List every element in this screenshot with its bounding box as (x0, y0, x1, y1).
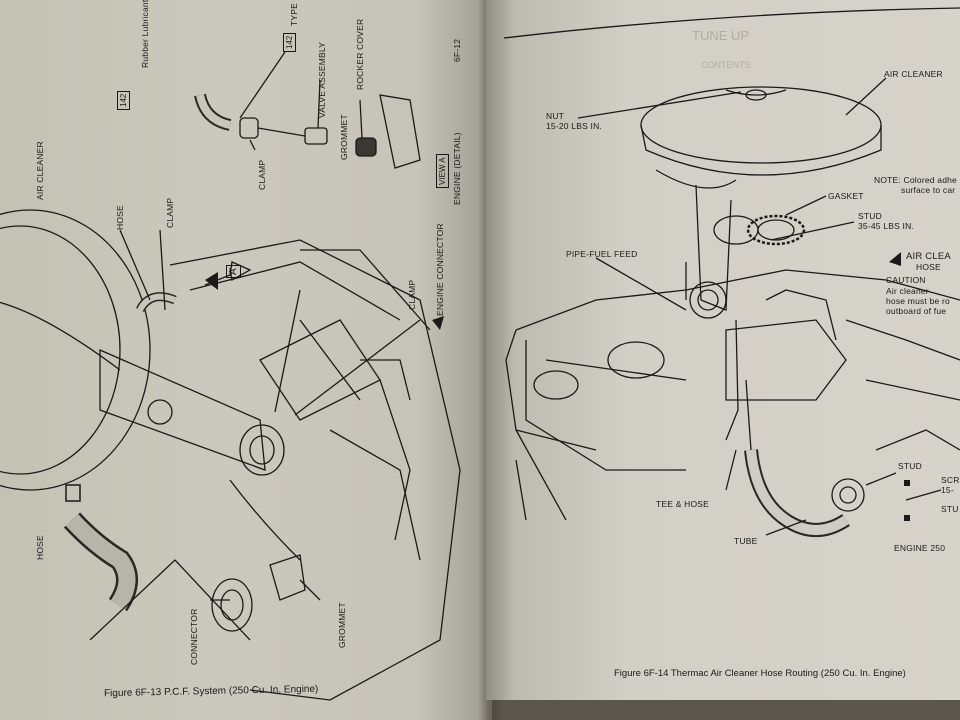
note-label-2: surface to car (901, 185, 956, 195)
view-marker-badge: A (226, 265, 241, 278)
scr-label: SCR (941, 475, 960, 485)
clamp-right-label: CLAMP (407, 279, 417, 310)
figure-caption-right: Figure 6F-14 Thermac Air Cleaner Hose Ro… (614, 668, 906, 679)
caution-line-1: Air cleaner (886, 286, 929, 296)
tee-hose-label: TEE & HOSE (656, 499, 710, 509)
clamp-mid-label: CLAMP (165, 197, 175, 228)
page-number: 6F-12 (452, 38, 462, 62)
stud-label: STUD (858, 211, 882, 221)
air-clea-label: AIR CLEA (906, 251, 951, 262)
type-hose-label: TYPE HOSE (289, 0, 299, 26)
ref-142-badge-a: 142 (117, 90, 130, 110)
nut-torque-label: 15-20 LBS IN. (546, 121, 602, 131)
caution-line-2: hose must be ro (886, 296, 950, 306)
caution-label: CAUTION (886, 275, 926, 285)
nut-label: NUT (546, 111, 565, 121)
rubber-lubricant-label: Rubber Lubricant (140, 0, 150, 68)
air-cleaner-label-right: AIR CLEANER (884, 69, 943, 79)
scr-torque-label: 15- (941, 485, 954, 495)
grommet-top-label: GROMMET (339, 114, 349, 160)
left-page: Rubber Lubricant 142 142 TYPE HOSE VALVE… (0, 0, 492, 720)
thermac-hose-illustration (503, 7, 960, 537)
tube-label: TUBE (734, 536, 758, 546)
pipe-fuel-feed-label: PIPE-FUEL FEED (566, 249, 638, 259)
clamp-top-label: CLAMP (257, 159, 267, 190)
engine-250-label: ENGINE 250 (894, 543, 946, 553)
stud-lower-label: STUD (898, 461, 922, 471)
rocker-cover-label: ROCKER COVER (355, 18, 365, 90)
hose-bottom-label: HOSE (35, 535, 45, 560)
connector-label: CONNECTOR (189, 608, 199, 665)
hose-top-label: HOSE (115, 205, 125, 230)
air-cleaner-label: AIR CLEANER (35, 141, 45, 200)
valve-assembly-label: VALVE ASSEMBLY (317, 41, 327, 118)
stud-torque-label: 35-45 LBS IN. (858, 221, 914, 231)
bleed-title: TUNE UP (692, 28, 750, 43)
pcf-system-illustration (0, 51, 461, 701)
stu-label: STU (941, 504, 959, 514)
gasket-label: GASKET (828, 191, 864, 201)
caution-line-3: outboard of fue (886, 306, 947, 316)
view-a-badge: VIEW A (436, 154, 449, 188)
note-label: NOTE: Colored adhe (874, 175, 957, 185)
engine-connector-label: ENGINE CONNECTOR (435, 223, 445, 316)
engine-detail-label: ENGINE (DETAIL) (452, 132, 462, 205)
hose-label-right: HOSE (916, 262, 941, 272)
bleed-contents: CONTENTS (701, 60, 751, 70)
right-page: TUNE UP CONTENTS NUT 15-20 LBS IN. AIR C… (486, 0, 960, 700)
grommet-bottom-label: GROMMET (337, 602, 347, 648)
ref-142-badge-b: 142 (283, 32, 296, 52)
